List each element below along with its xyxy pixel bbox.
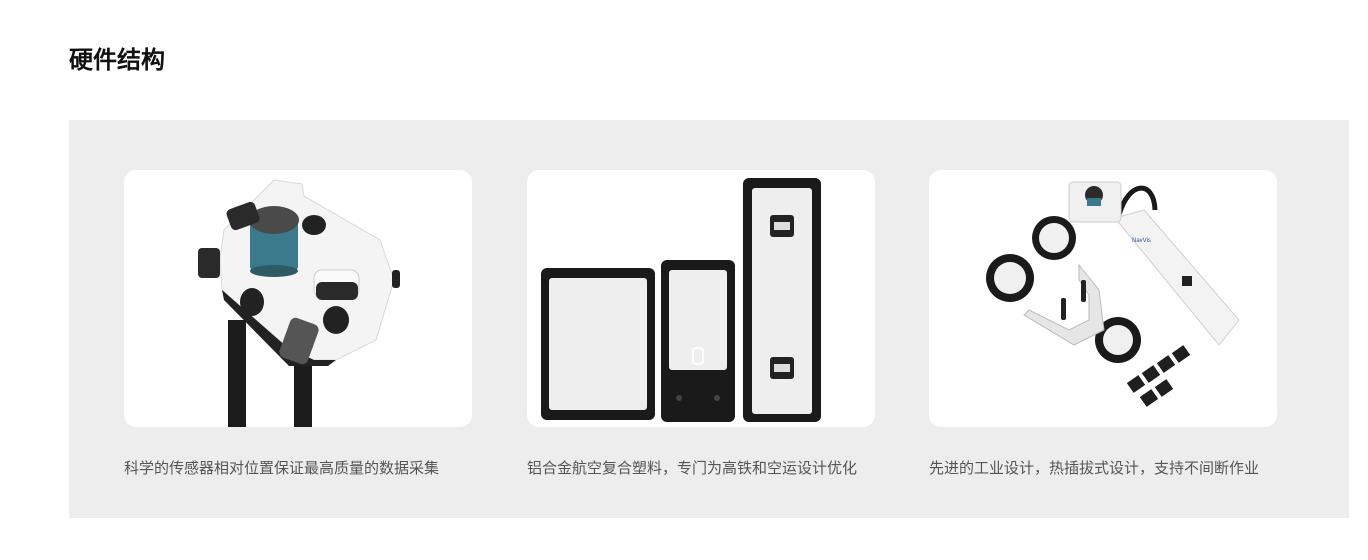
- feature-caption-1: 科学的传感器相对位置保证最高质量的数据采集: [124, 459, 440, 477]
- svg-text:NavVis: NavVis: [1132, 238, 1151, 244]
- feature-card-components: NavVis: [929, 170, 1277, 427]
- transport-cases-image: [541, 178, 821, 422]
- section-title: 硬件结构: [69, 46, 165, 74]
- feature-card-sensor-head: [124, 170, 472, 427]
- feature-card-cases: [527, 170, 875, 427]
- scanner-head-image: [198, 179, 400, 427]
- modular-components-image: NavVis: [986, 181, 1240, 407]
- feature-caption-3: 先进的工业设计，热插拔式设计，支持不间断作业: [929, 459, 1260, 477]
- feature-caption-2: 铝合金航空复合塑料，专门为高铁和空运设计优化: [527, 459, 858, 477]
- feature-panel: 科学的传感器相对位置保证最高质量的数据采集 铝合金航空复合塑料，专门为高铁和空运…: [69, 120, 1349, 518]
